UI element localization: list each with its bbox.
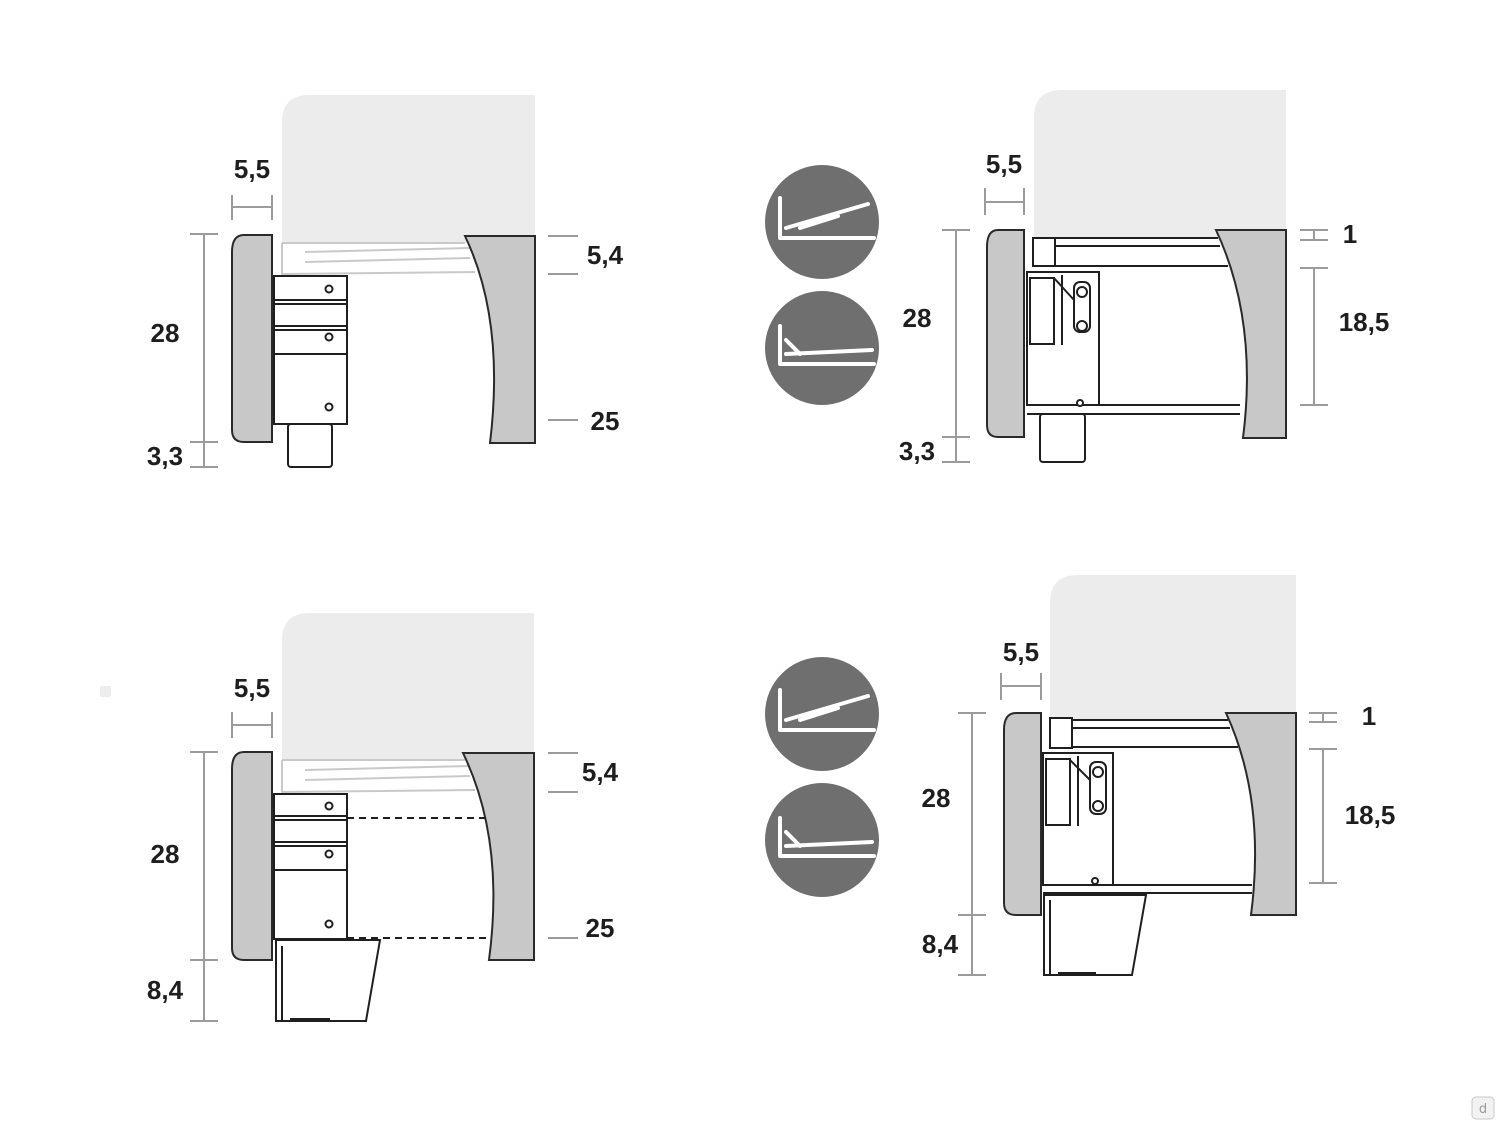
side-panel (463, 235, 536, 444)
side-panel (461, 752, 535, 961)
storage-depth-label: 18,5 (1345, 800, 1396, 830)
top-gap-label: 1 (1362, 701, 1376, 731)
stray-mark (100, 686, 111, 697)
headboard (231, 234, 273, 443)
frame-height-label: 25 (586, 913, 615, 943)
total-height-label: 28 (922, 783, 951, 813)
headboard-width-label: 5,5 (986, 149, 1022, 179)
panel-top-left: 5,5 28 5,4 25 3,3 (147, 95, 624, 471)
top-gap-label: 1 (1343, 219, 1357, 249)
mattress (1034, 90, 1286, 237)
mattress (1050, 575, 1296, 720)
storage-depth-label: 18,5 (1339, 307, 1390, 337)
total-height-label: 28 (151, 318, 180, 348)
headboard (986, 229, 1025, 438)
drawer-stack (273, 793, 487, 1022)
slat-gap-label: 5,4 (582, 757, 619, 787)
bed-lift-lowered-icon (765, 783, 879, 897)
foot-height-label: 8,4 (147, 975, 184, 1005)
tall-foot (1043, 894, 1148, 976)
dimension-lines (942, 188, 1328, 463)
svg-text:d: d (1479, 1102, 1487, 1117)
headboard-width-label: 5,5 (234, 154, 270, 184)
tall-foot (275, 939, 382, 1022)
total-height-label: 28 (151, 839, 180, 869)
foot-height-label: 8,4 (922, 929, 959, 959)
lift-frame (1042, 717, 1252, 976)
dimension-lines (958, 673, 1337, 976)
dimension-lines (190, 712, 578, 1022)
bed-lift-lowered-icon (765, 291, 879, 405)
panel-top-right: 5,5 28 1 18,5 3,3 (765, 90, 1389, 466)
brand-logo-icon: d (1471, 1096, 1495, 1120)
bed-lift-raised-icon (765, 165, 879, 279)
mattress (282, 613, 534, 760)
foot-height-label: 3,3 (147, 441, 183, 471)
slat-frame (281, 759, 476, 794)
frame-height-label: 25 (591, 406, 620, 436)
mattress (282, 95, 535, 243)
drawer-stack (273, 275, 348, 468)
headboard-width-label: 5,5 (1003, 637, 1039, 667)
foot-height-label: 3,3 (899, 436, 935, 466)
slat-frame (281, 242, 476, 276)
panel-bottom-left: 5,5 28 5,4 25 8,4 (100, 613, 619, 1022)
headboard (231, 751, 273, 961)
bed-lift-raised-icon (765, 657, 879, 771)
panel-bottom-right: 5,5 28 1 18,5 8,4 (765, 575, 1396, 976)
slat-gap-label: 5,4 (587, 240, 624, 270)
side-panel (1214, 229, 1287, 439)
total-height-label: 28 (903, 303, 932, 333)
dimension-lines (190, 195, 578, 468)
headboard (1003, 712, 1042, 916)
lift-frame (1026, 237, 1240, 463)
side-panel (1224, 712, 1297, 916)
headboard-width-label: 5,5 (234, 673, 270, 703)
